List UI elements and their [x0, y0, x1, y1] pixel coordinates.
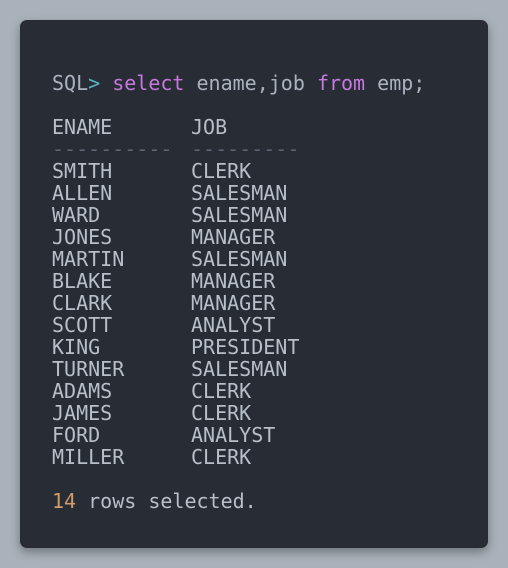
cell-ename: ADAMS: [52, 379, 113, 403]
header-ename: ENAME: [52, 115, 113, 139]
table-row: MARTIN SALESMAN: [52, 248, 488, 270]
result-header: ENAME JOB: [52, 116, 488, 138]
cell-ename: CLARK: [52, 291, 113, 315]
row-count: 14: [52, 489, 77, 513]
cell-job: PRESIDENT: [191, 335, 300, 359]
cell-ename: WARD: [52, 203, 101, 227]
cell-job: SALESMAN: [191, 203, 288, 227]
separator-job: ---------: [191, 137, 300, 161]
cell-job: SALESMAN: [191, 247, 288, 271]
cell-ename: MILLER: [52, 445, 125, 469]
cell-job: MANAGER: [191, 291, 276, 315]
terminal-window[interactable]: SQL> select ename,job from emp; ENAME JOB…: [20, 20, 488, 548]
table-row: MILLER CLERK: [52, 446, 488, 468]
cell-job: CLERK: [191, 401, 252, 425]
command-line: SQL> select ename,job from emp;: [52, 72, 488, 94]
cell-job: ANALYST: [191, 423, 276, 447]
cell-ename: TURNER: [52, 357, 125, 381]
cell-ename: KING: [52, 335, 101, 359]
cell-ename: ALLEN: [52, 181, 113, 205]
cell-job: CLERK: [191, 445, 252, 469]
table-row: WARD SALESMAN: [52, 204, 488, 226]
cell-ename: FORD: [52, 423, 101, 447]
cell-ename: SMITH: [52, 159, 113, 183]
table-row: FORD ANALYST: [52, 424, 488, 446]
cell-ename: SCOTT: [52, 313, 113, 337]
cell-job: MANAGER: [191, 225, 276, 249]
footer-text: rows selected.: [88, 489, 257, 513]
table-row: BLAKE MANAGER: [52, 270, 488, 292]
blank-line: [52, 468, 488, 490]
cell-job: SALESMAN: [191, 357, 288, 381]
keyword-from: from: [316, 71, 366, 95]
result-separator: -------------------: [52, 138, 488, 160]
table-row: JAMES CLERK: [52, 402, 488, 424]
sql-prompt: SQL: [52, 71, 89, 95]
cell-ename: MARTIN: [52, 247, 125, 271]
command-columns: ename,job: [196, 71, 305, 95]
command-table: emp;: [377, 71, 426, 95]
cell-ename: JONES: [52, 225, 113, 249]
result-footer: 14 rows selected.: [52, 490, 488, 512]
cell-job: MANAGER: [191, 269, 276, 293]
keyword-select: select: [112, 71, 185, 95]
table-row: KING PRESIDENT: [52, 336, 488, 358]
table-row: SMITH CLERK: [52, 160, 488, 182]
table-row: ALLEN SALESMAN: [52, 182, 488, 204]
prompt-symbol: >: [88, 71, 101, 95]
cell-ename: JAMES: [52, 401, 113, 425]
table-row: JONES MANAGER: [52, 226, 488, 248]
cell-job: SALESMAN: [191, 181, 288, 205]
cell-job: ANALYST: [191, 313, 276, 337]
table-row: SCOTT ANALYST: [52, 314, 488, 336]
separator-ename: ----------: [52, 137, 173, 161]
table-row: CLARK MANAGER: [52, 292, 488, 314]
header-job: JOB: [191, 115, 228, 139]
table-row: TURNER SALESMAN: [52, 358, 488, 380]
cell-job: CLERK: [191, 159, 252, 183]
cell-job: CLERK: [191, 379, 252, 403]
table-row: ADAMS CLERK: [52, 380, 488, 402]
blank-line: [52, 94, 488, 116]
cell-ename: BLAKE: [52, 269, 113, 293]
